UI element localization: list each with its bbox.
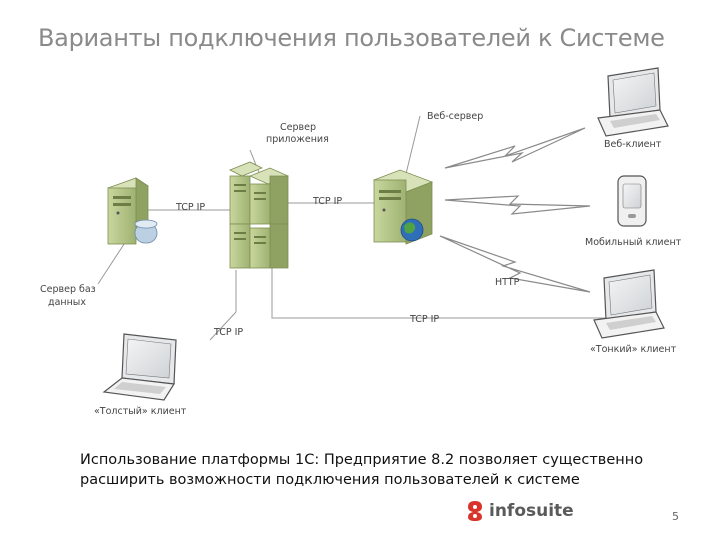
slide-title: Варианты подключения пользователей к Сис…	[38, 24, 665, 52]
connection-lines	[97, 115, 612, 341]
db-server-label-line1: Сервер баз	[40, 284, 96, 295]
db-server-label-line2: данных	[48, 297, 86, 308]
tcp-ip-thick-label: TCP IP	[214, 327, 244, 338]
line-to-thin	[271, 268, 612, 319]
page-number: 5	[672, 510, 679, 523]
tcp-ip-web-label: TCP IP	[313, 196, 343, 207]
pointer-web-label	[404, 115, 421, 179]
web-server-label: Веб-сервер	[427, 111, 484, 122]
slide-caption: Использование платформы 1С: Предприятие …	[80, 450, 680, 490]
http-label: HTTP	[495, 277, 520, 288]
thin-client-laptop-icon	[593, 269, 665, 339]
logo-text: infosuite	[489, 501, 574, 521]
thick-client-label: «Толстый» клиент	[94, 406, 187, 417]
logo-mark-icon	[468, 501, 482, 521]
mobile-device-icon	[617, 175, 647, 227]
lightning-web-client	[444, 127, 586, 169]
lightning-mobile	[444, 195, 591, 215]
web-client-laptop-icon	[597, 67, 669, 137]
infosuite-logo: infosuite	[465, 500, 574, 522]
pointer-db-label	[97, 237, 129, 285]
thick-client-laptop-icon	[102, 333, 177, 401]
wireless-links	[439, 127, 591, 293]
lightning-thin	[439, 235, 591, 293]
thin-client-label: «Тонкий» клиент	[590, 344, 677, 355]
app-server-label-line2: приложения	[266, 134, 329, 145]
line-to-thick	[209, 311, 237, 341]
caption-line-1: Использование платформы 1С: Предприятие …	[80, 452, 644, 468]
app-server-cluster-icon	[229, 161, 290, 269]
web-server-icon	[372, 169, 434, 245]
tcp-ip-thin-label: TCP IP	[410, 314, 440, 325]
db-server-icon	[107, 177, 158, 245]
mobile-client-label: Мобильный клиент	[585, 237, 682, 248]
app-server-label-line1: Сервер	[280, 122, 316, 133]
web-client-label: Веб-клиент	[604, 139, 662, 150]
caption-line-2: расширить возможности подключения пользо…	[80, 472, 580, 488]
tcp-ip-db-label: TCP IP	[176, 202, 206, 213]
